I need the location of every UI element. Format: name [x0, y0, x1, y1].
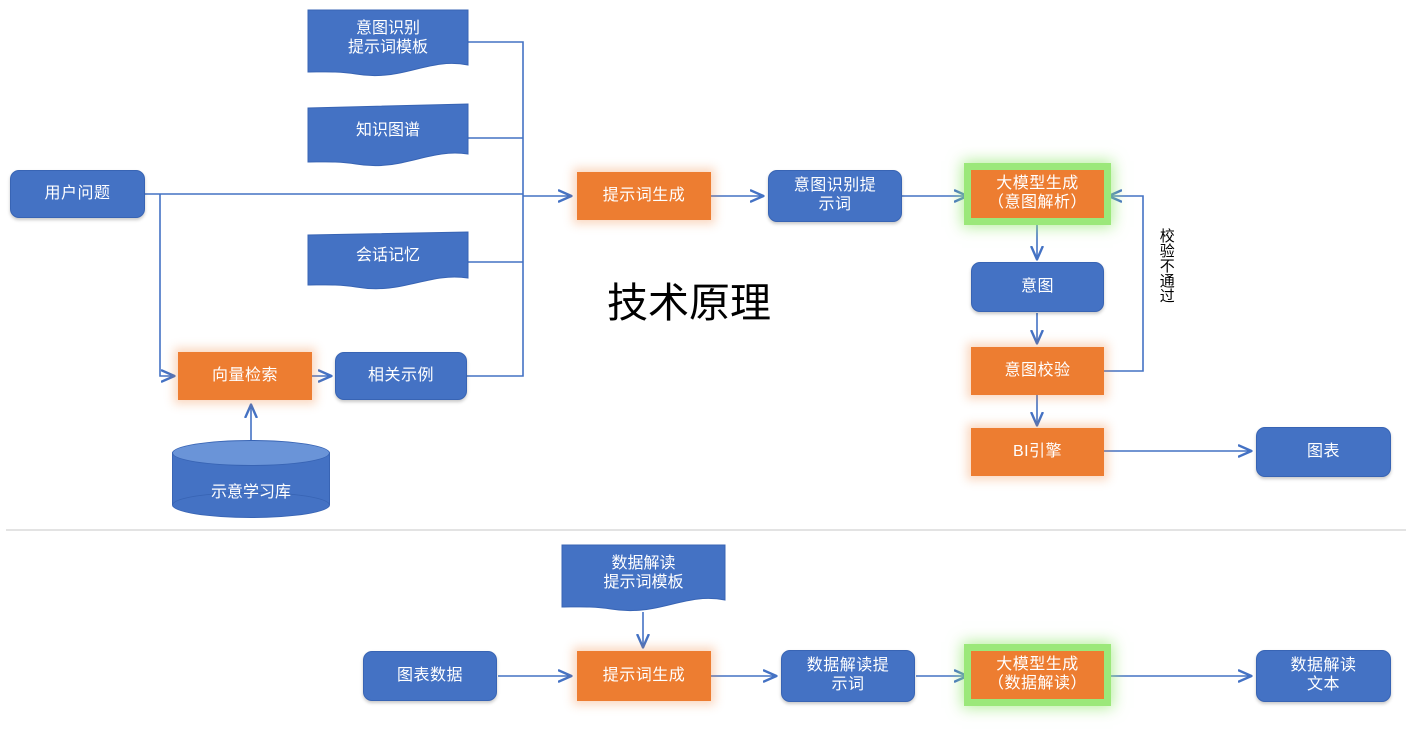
- node-label: 示意学习库: [210, 484, 291, 501]
- node-bi-engine[interactable]: BI引擎: [971, 428, 1104, 476]
- node-prompt-generation-bottom[interactable]: 提示词生成: [577, 651, 711, 701]
- node-vector-search[interactable]: 向量检索: [178, 352, 312, 400]
- document-shape: [561, 544, 726, 612]
- node-label: 知识图谱: [355, 122, 420, 140]
- node-user-question[interactable]: 用户问题: [10, 170, 145, 218]
- page-title: 技术原理: [607, 279, 771, 327]
- node-intent-prompt[interactable]: 意图识别提 示词: [768, 170, 902, 222]
- node-interpretation-prompt[interactable]: 数据解读提 示词: [781, 650, 915, 702]
- cylinder-bottom: [172, 492, 330, 518]
- cylinder-top: [172, 440, 330, 466]
- document-shape: [307, 103, 469, 167]
- node-interpretation-prompt-template[interactable]: 数据解读 提示词模板: [561, 544, 726, 613]
- node-intent-prompt-template[interactable]: 意图识别 提示词模板: [307, 9, 469, 78]
- node-llm-data-interpretation[interactable]: 大模型生成 （数据解读）: [971, 651, 1104, 699]
- node-intent-validation[interactable]: 意图校验: [971, 347, 1104, 395]
- section-divider: [6, 529, 1406, 531]
- node-intent[interactable]: 意图: [971, 262, 1104, 312]
- node-related-examples[interactable]: 相关示例: [335, 352, 467, 400]
- node-interpretation-text[interactable]: 数据解读 文本: [1256, 650, 1391, 702]
- document-shape: [307, 231, 469, 290]
- node-label: 会话记忆: [355, 247, 420, 265]
- node-chart-data[interactable]: 图表数据: [363, 651, 497, 701]
- document-shape: [307, 9, 469, 77]
- node-session-memory[interactable]: 会话记忆: [307, 231, 469, 292]
- node-example-library[interactable]: 示意学习库: [172, 440, 330, 518]
- node-llm-intent-parse[interactable]: 大模型生成 （意图解析）: [971, 170, 1104, 218]
- node-knowledge-graph[interactable]: 知识图谱: [307, 103, 469, 168]
- node-label: 意图识别 提示词模板: [347, 19, 428, 56]
- node-chart[interactable]: 图表: [1256, 427, 1391, 477]
- edge-label-validation-failed: 校验不通过: [1157, 228, 1175, 303]
- node-label: 数据解读 提示词模板: [603, 554, 684, 591]
- node-prompt-generation-top[interactable]: 提示词生成: [577, 172, 711, 220]
